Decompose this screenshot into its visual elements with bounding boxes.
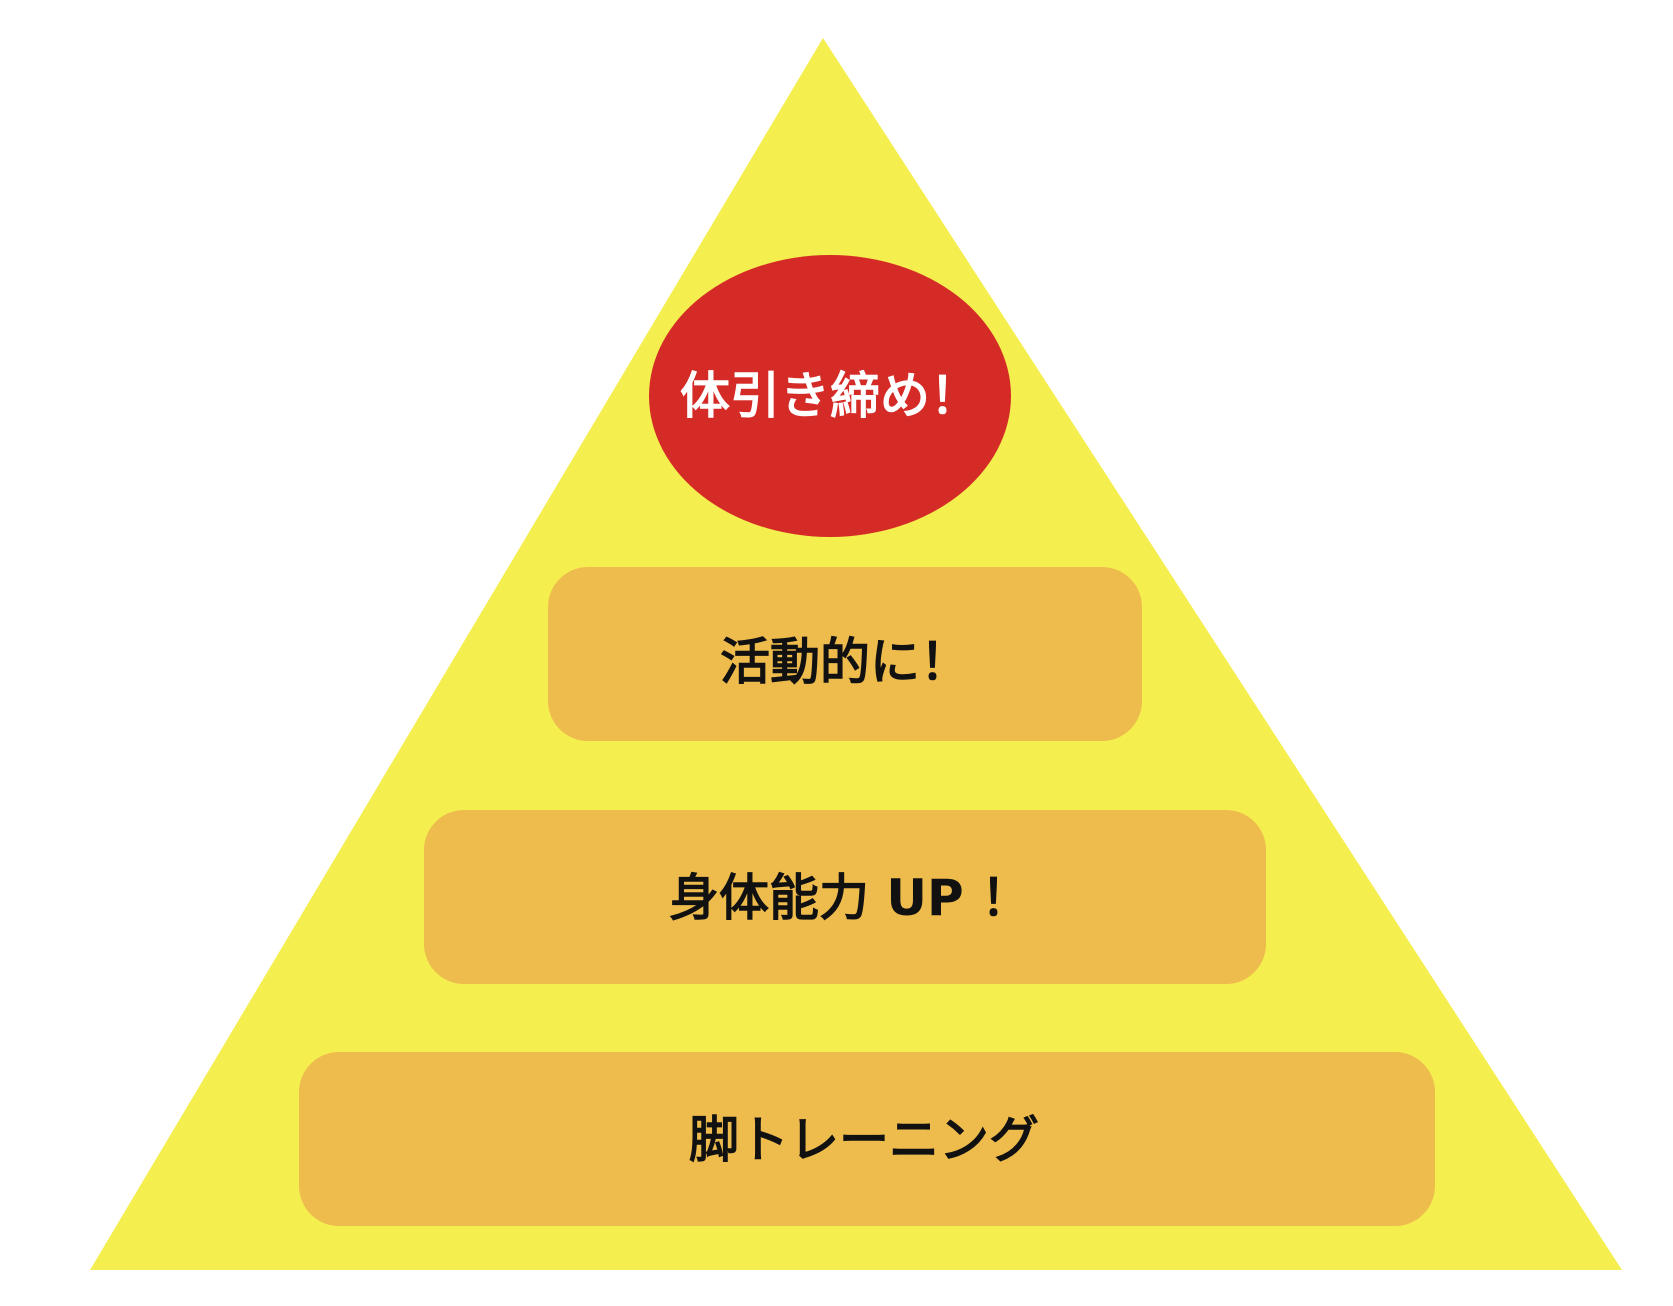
apex-label: 体引き締め！ xyxy=(680,367,980,425)
tier-label-leg-training: 脚トレーニング xyxy=(689,1111,1039,1169)
apex-ellipse xyxy=(649,255,1011,537)
tier-box-active xyxy=(548,567,1142,741)
tier-label-active: 活動的に！ xyxy=(720,633,970,691)
tier-label-physical-ability: 身体能力 UP ！ xyxy=(669,869,1031,927)
tier-box-leg-training xyxy=(299,1052,1435,1226)
tier-box-physical-ability xyxy=(424,810,1266,984)
